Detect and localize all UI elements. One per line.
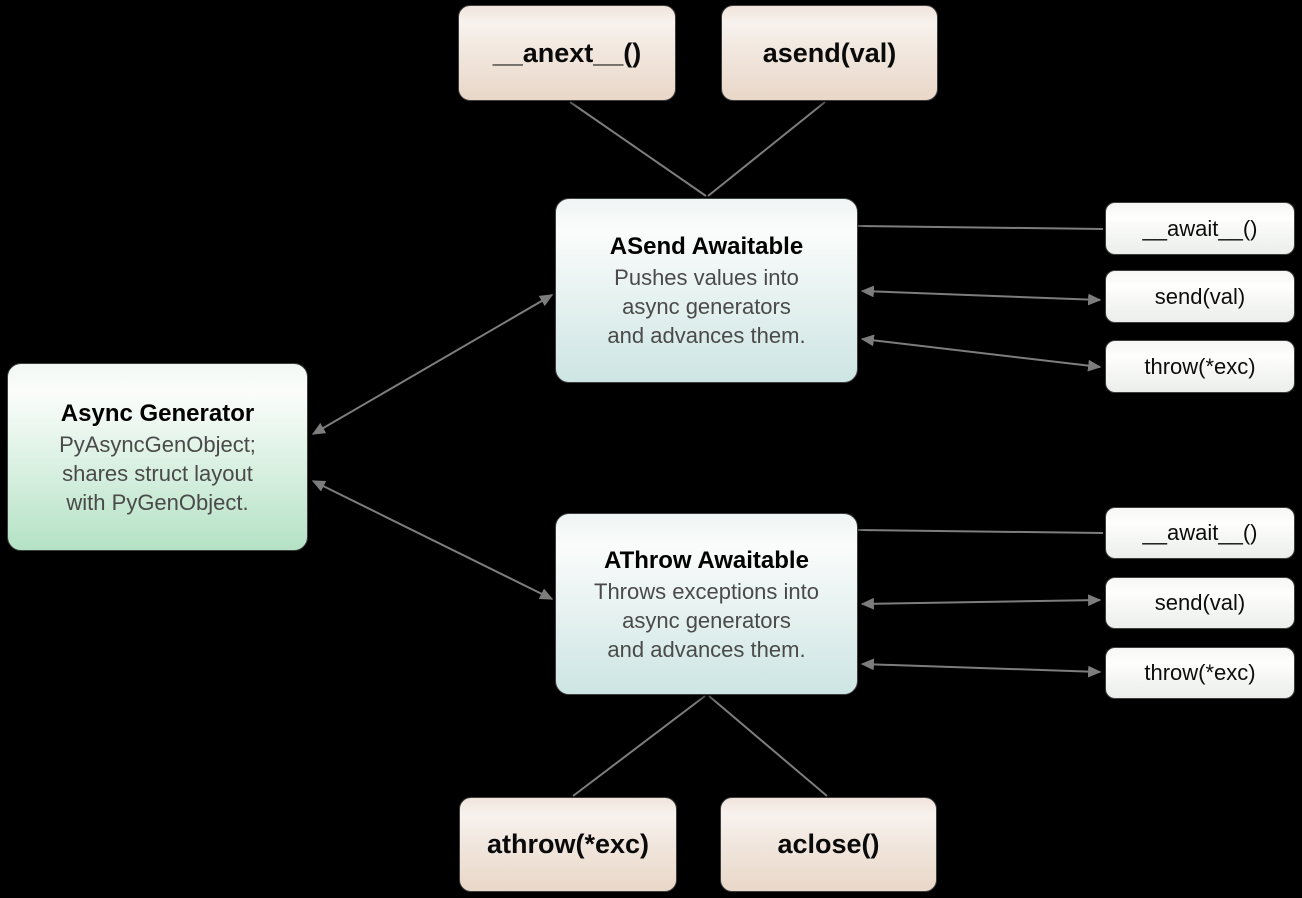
- athrow-awaitable-title: AThrow Awaitable: [604, 546, 809, 574]
- async-generator-title: Async Generator: [60, 399, 255, 427]
- node-async-generator: Async Generator PyAsyncGenObject; shares…: [7, 363, 308, 551]
- connector-athrow-awaitable-to-athrow-fn: [572, 695, 706, 797]
- node-aclose-label: aclose(): [777, 829, 880, 859]
- node-athrow-fn-label: athrow(*exc): [486, 829, 650, 859]
- athrow-throw-method-label: throw(*exc): [1144, 660, 1256, 685]
- node-aclose: aclose(): [720, 797, 937, 892]
- athrow-await-method-label: __await__(): [1142, 520, 1258, 545]
- node-asend: asend(val): [721, 5, 938, 101]
- connector-athrow-awaitable-send: [860, 594, 1102, 610]
- connector-generator-asend-awaitable: [311, 294, 554, 435]
- athrow-send-method-label: send(val): [1154, 590, 1246, 615]
- connector-anext-to-asend-awaitable: [569, 101, 707, 197]
- asend-awaitable-description: Pushes values into async generators and …: [607, 265, 806, 348]
- node-anext-label: __anext__(): [492, 37, 642, 68]
- connector-asend-awaitable-to-await: [857, 225, 1104, 230]
- asend-await-method-label: __await__(): [1142, 215, 1258, 241]
- athrow-awaitable-description: Throws exceptions into async generators …: [594, 578, 819, 662]
- node-athrow-awaitable: AThrow Awaitable Throws exceptions into …: [555, 513, 858, 695]
- connector-asend-awaitable-send: [860, 285, 1102, 306]
- connector-asend-awaitable-throw: [860, 334, 1102, 372]
- node-athrow-await-method: __await__(): [1105, 507, 1295, 559]
- connector-generator-athrow-awaitable: [311, 480, 554, 600]
- node-asend-label: asend(val): [762, 37, 897, 68]
- connector-athrow-awaitable-to-await: [857, 529, 1104, 534]
- node-asend-throw-method: throw(*exc): [1105, 340, 1295, 393]
- connector-athrow-awaitable-throw: [860, 658, 1102, 678]
- node-athrow-fn: athrow(*exc): [459, 797, 677, 892]
- async-generator-description: PyAsyncGenObject; shares struct layout w…: [59, 431, 256, 515]
- asend-send-method-label: send(val): [1154, 283, 1246, 309]
- node-asend-send-method: send(val): [1105, 270, 1295, 323]
- asend-awaitable-title: ASend Awaitable: [609, 233, 804, 260]
- connector-athrow-awaitable-to-aclose: [708, 695, 828, 797]
- connector-asend-to-asend-awaitable: [707, 101, 826, 197]
- node-athrow-send-method: send(val): [1105, 577, 1295, 629]
- node-asend-awaitable: ASend Awaitable Pushes values into async…: [555, 198, 858, 383]
- node-asend-await-method: __await__(): [1105, 202, 1295, 255]
- asend-throw-method-label: throw(*exc): [1144, 353, 1256, 379]
- node-anext: __anext__(): [458, 5, 676, 101]
- node-athrow-throw-method: throw(*exc): [1105, 647, 1295, 699]
